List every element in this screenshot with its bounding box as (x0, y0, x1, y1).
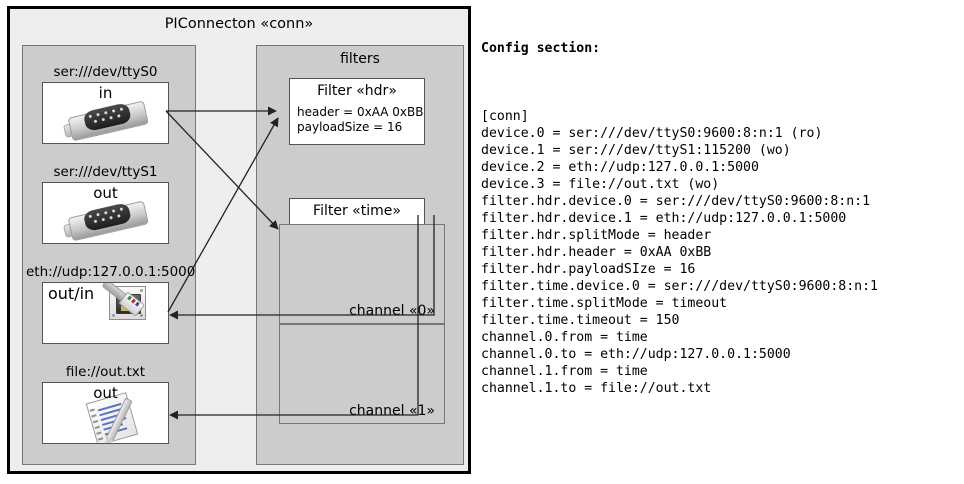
device-label-ser0: ser:///dev/ttyS0 (53, 64, 158, 80)
filters-panel: filters Filter «hdr» header = 0xAA 0xBB … (256, 45, 464, 465)
config-line: filter.hdr.device.0 = ser:///dev/ttyS0:9… (481, 194, 871, 209)
config-line: filter.time.device.0 = ser:///dev/ttyS0:… (481, 279, 878, 294)
serial-db9-icon (63, 195, 150, 243)
channel-label-1: channel «1» (349, 403, 435, 419)
config-section: Config section: [conn] device.0 = ser:///… (481, 6, 959, 414)
device-direction-ser0: in (98, 84, 113, 102)
config-line: device.1 = ser:///dev/ttyS1:115200 (wo) (481, 143, 791, 158)
piconnecton-component: PIConnecton «conn» ser:///dev/ttyS0 in (7, 6, 471, 474)
config-line: device.0 = ser:///dev/ttyS0:9600:8:n:1 (… (481, 126, 823, 141)
device-direction-file: out (93, 384, 118, 402)
device-label-eth: eth://udp:127.0.0.1:5000 (26, 264, 196, 280)
config-line: filter.time.timeout = 150 (481, 313, 680, 328)
device-cell-ser1[interactable]: ser:///dev/ttyS1 out (42, 164, 169, 244)
config-line: device.2 = eth://udp:127.0.0.1:5000 (481, 160, 759, 175)
device-cell-ser0[interactable]: ser:///dev/ttyS0 in (42, 64, 169, 144)
devices-panel: ser:///dev/ttyS0 in ser (22, 45, 196, 465)
config-line: channel.1.from = time (481, 364, 648, 379)
filter-box-hdr[interactable]: Filter «hdr» header = 0xAA 0xBB payloadS… (289, 78, 425, 145)
config-line: device.3 = file://out.txt (wo) (481, 177, 720, 192)
device-box-ser1[interactable]: out (42, 182, 169, 244)
channel-label-0: channel «0» (349, 303, 435, 319)
filter-prop-payloadsize: payloadSize = 16 (297, 120, 403, 134)
ethernet-rj45-icon (101, 283, 167, 343)
filters-panel-title: filters (340, 51, 380, 67)
config-line: [conn] (481, 109, 529, 124)
filter-title-hdr: Filter «hdr» (317, 83, 397, 99)
config-lines: [conn] device.0 = ser:///dev/ttyS0:9600:8… (481, 108, 959, 397)
config-line: filter.hdr.header = 0xAA 0xBB (481, 245, 712, 260)
device-direction-eth: out/in (48, 284, 95, 303)
device-direction-ser1: out (93, 184, 118, 202)
filter-prop-header: header = 0xAA 0xBB (297, 105, 424, 119)
device-label-file: file://out.txt (65, 364, 146, 380)
config-heading: Config section: (481, 41, 601, 56)
document-pen-icon (85, 392, 149, 443)
serial-db9-icon (63, 95, 150, 143)
device-box-eth[interactable]: out/in (42, 282, 169, 344)
config-line: channel.0.from = time (481, 330, 648, 345)
config-line: filter.time.splitMode = timeout (481, 296, 728, 311)
channel-panel-1[interactable]: channel «1» (279, 324, 445, 424)
config-line: filter.hdr.splitMode = header (481, 228, 712, 243)
config-line: channel.0.to = eth://udp:127.0.0.1:5000 (481, 347, 791, 362)
config-line: filter.hdr.payloadSIze = 16 (481, 262, 696, 277)
component-title: PIConnecton «conn» (164, 16, 314, 32)
config-line: filter.hdr.device.1 = eth://udp:127.0.0.… (481, 211, 847, 226)
device-cell-eth[interactable]: eth://udp:127.0.0.1:5000 out/in (26, 264, 195, 344)
channel-panel-0[interactable]: channel «0» (279, 224, 445, 324)
device-box-ser0[interactable]: in (42, 82, 169, 144)
device-label-ser1: ser:///dev/ttyS1 (53, 164, 158, 180)
device-cell-file[interactable]: file://out.txt out (42, 364, 169, 444)
device-box-file[interactable]: out (42, 382, 169, 444)
config-line: channel.1.to = file://out.txt (481, 381, 712, 396)
filter-title-time: Filter «time» (313, 203, 401, 219)
